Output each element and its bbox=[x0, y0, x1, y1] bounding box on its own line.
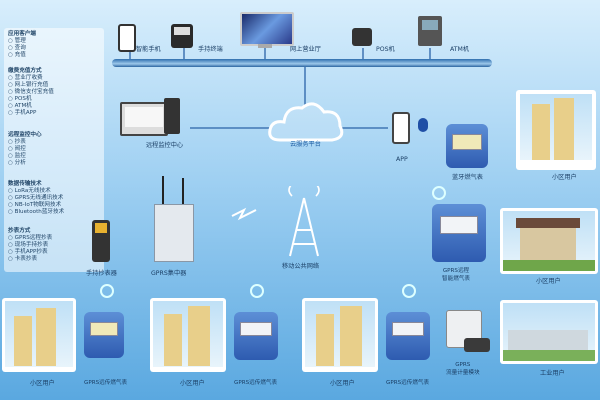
app-label: APP bbox=[396, 156, 408, 163]
bottom-label-1: 小区用户 bbox=[30, 380, 55, 387]
bottom-label-2: GPRS远传燃气表 bbox=[84, 380, 128, 386]
cloud-icon bbox=[268, 102, 344, 142]
wifi-signal-icon bbox=[250, 284, 264, 298]
app-phone-icon bbox=[392, 112, 410, 144]
gprs-concentrator-icon bbox=[154, 204, 194, 262]
pipe-connector-icon bbox=[464, 338, 490, 352]
handheld-reader-icon bbox=[92, 220, 110, 262]
concentrator-antenna-right bbox=[182, 178, 184, 204]
smartphone-icon bbox=[118, 24, 136, 52]
monitor-center-label: 远程监控中心 bbox=[146, 142, 184, 149]
bluetooth-meter-label: 蓝牙燃气表 bbox=[452, 174, 483, 181]
industrial-park-photo bbox=[500, 300, 598, 364]
bottom-label-5: 小区用户 bbox=[330, 380, 355, 387]
handheld-label: 手持抄表器 bbox=[86, 270, 117, 277]
bottom-label-7: GPRS 流量计量模块 bbox=[446, 362, 480, 376]
bottom-label-6: GPRS远传燃气表 bbox=[386, 380, 430, 386]
building-photo bbox=[2, 298, 76, 372]
monitor-center-computer-icon bbox=[120, 102, 168, 136]
legend-section-client: 应用客户端 ○ 管理 ○ 查询 ○ 充值 bbox=[8, 31, 36, 58]
residential-building-photo bbox=[516, 90, 596, 170]
gprs-smart-meter-icon bbox=[432, 204, 486, 262]
signal-zigzag bbox=[231, 207, 257, 221]
wifi-signal-icon bbox=[402, 284, 416, 298]
cell-tower-icon bbox=[288, 186, 320, 257]
bluetooth-gas-meter-icon bbox=[446, 124, 488, 168]
top-label-webhall: 网上营业厅 bbox=[290, 46, 321, 53]
wifi-signal-icon bbox=[432, 186, 446, 200]
desktop-monitor-icon bbox=[240, 12, 294, 46]
legend-section-transmission: 数据传输技术 ○ LoRa无线技术 ○ GPRS无线通讯技术 ○ NB-IoT物… bbox=[8, 181, 65, 215]
atm-machine-icon bbox=[418, 16, 442, 46]
residential-label: 小区用户 bbox=[552, 174, 577, 181]
gas-meter-icon bbox=[84, 312, 124, 358]
legend-section-monitor: 远程监控中心 ○ 抄表 ○ 阀控 ○ 监控 ○ 分析 bbox=[8, 132, 42, 166]
gas-meter-icon bbox=[234, 312, 278, 360]
tower-label: 移动公共网络 bbox=[282, 263, 320, 270]
monitor-stand bbox=[258, 44, 272, 48]
pos-machine-icon bbox=[352, 28, 372, 46]
concentrator-antenna-left bbox=[162, 176, 164, 204]
handheld-terminal-icon bbox=[171, 24, 193, 48]
gas-meter-icon bbox=[386, 312, 430, 360]
wifi-signal-icon bbox=[100, 284, 114, 298]
top-label-pos: POS机 bbox=[376, 46, 395, 53]
gprs-smart-meter-label: GPRS远程 智能燃气表 bbox=[442, 268, 470, 282]
concentrator-label: GPRS集中器 bbox=[151, 270, 187, 277]
villa-label: 小区用户 bbox=[536, 278, 561, 285]
legend-section-reading: 抄表方式 ○ GPRS远程抄表 ○ 现场手持抄表 ○ 手机APP抄表 ○ 卡表抄… bbox=[8, 228, 53, 262]
top-label-terminal: 手持终端 bbox=[198, 46, 223, 53]
network-bus bbox=[112, 59, 492, 67]
legend-section-payment: 缴费充值方式 ○ 营业厅收费 ○ 网上银行充值 ○ 微信支付宝充值 ○ POS机… bbox=[8, 68, 54, 116]
top-label-phone: 智能手机 bbox=[136, 46, 161, 53]
villa-photo bbox=[500, 208, 598, 274]
bottom-label-8: 工业用户 bbox=[540, 370, 565, 377]
top-label-atm: ATM机 bbox=[450, 46, 470, 53]
bottom-label-4: GPRS远传燃气表 bbox=[234, 380, 278, 386]
pc-tower-icon bbox=[164, 98, 180, 134]
building-photo bbox=[150, 298, 226, 372]
building-photo bbox=[302, 298, 378, 372]
cloud-label: 云服务平台 bbox=[290, 141, 321, 148]
bluetooth-icon bbox=[418, 118, 428, 132]
bottom-label-3: 小区用户 bbox=[180, 380, 205, 387]
legend-panel: 应用客户端 ○ 管理 ○ 查询 ○ 充值 缴费充值方式 ○ 营业厅收费 ○ 网上… bbox=[4, 28, 104, 272]
